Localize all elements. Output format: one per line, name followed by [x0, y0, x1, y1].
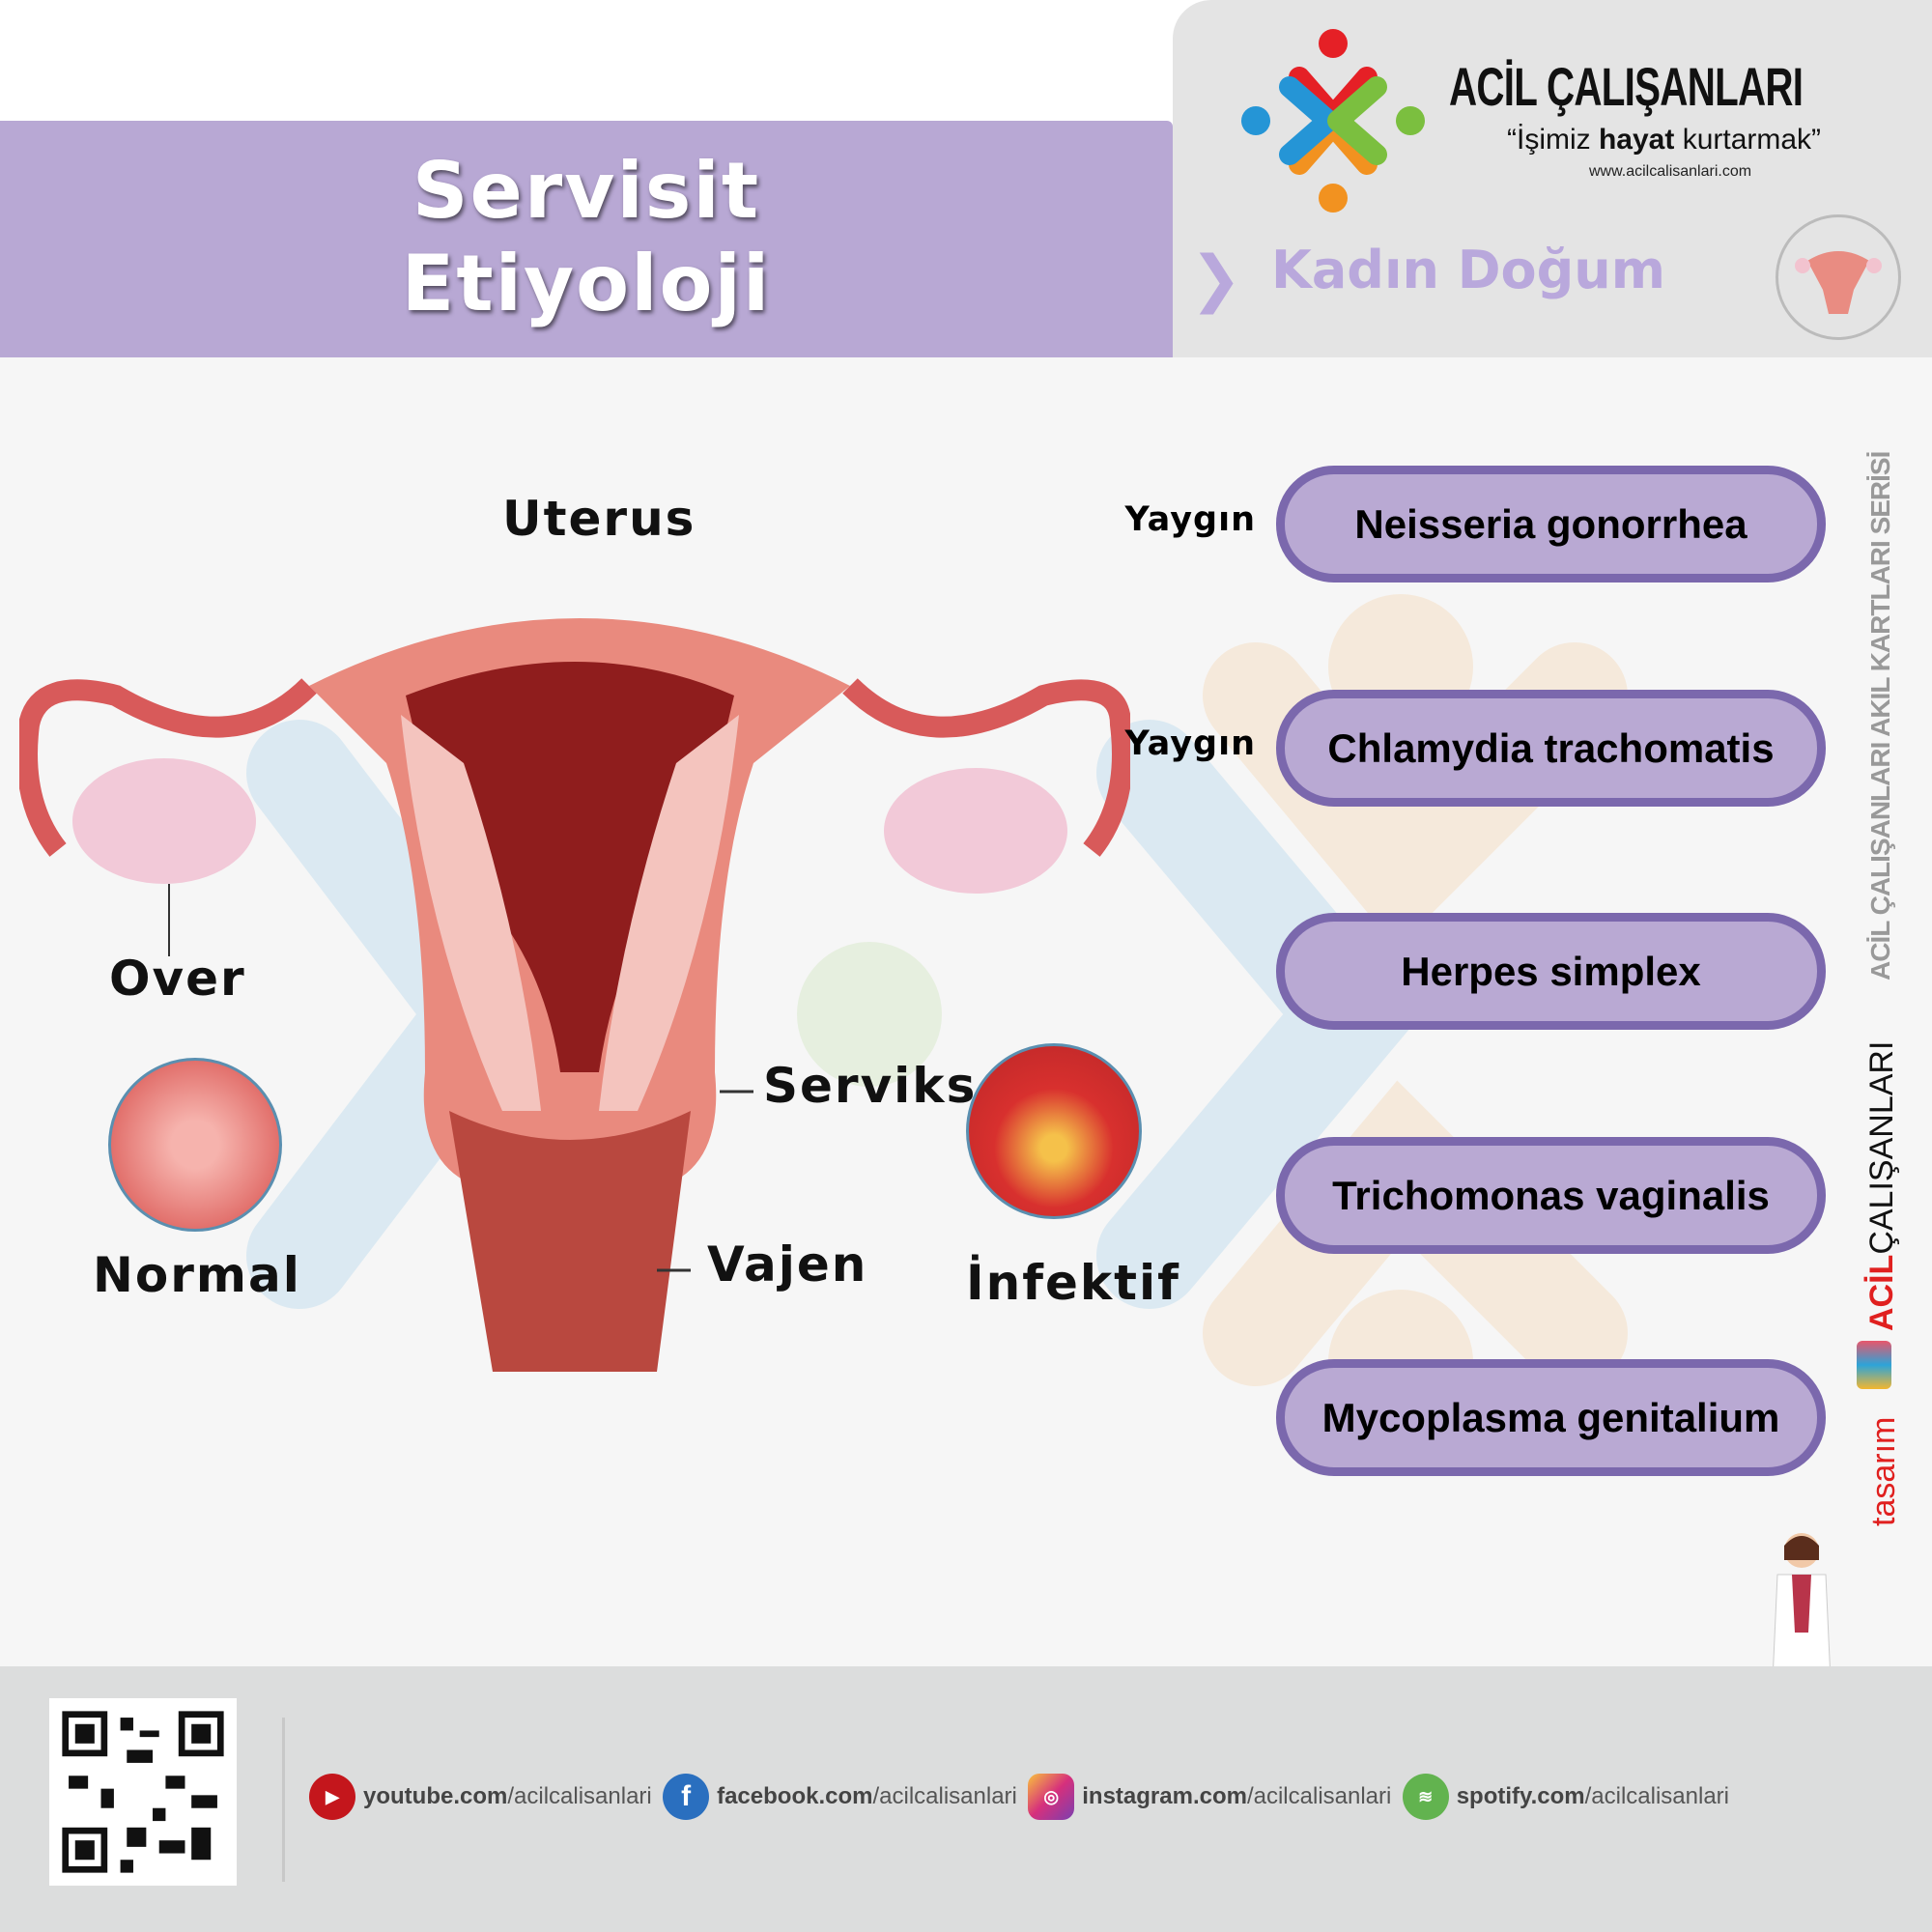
normal-cervix-image — [108, 1058, 282, 1232]
side-tasarim: tasarım — [1865, 1416, 1902, 1526]
label-over: Over — [109, 951, 246, 1007]
side-brand: ACİLÇALIŞANLARI — [1863, 1040, 1900, 1331]
spotify-icon: ≋ — [1402, 1774, 1449, 1820]
social-text: facebook.com/acilcalisanlari — [717, 1783, 1017, 1810]
social-youtube[interactable]: ▶ youtube.com/acilcalisanlari — [309, 1774, 652, 1820]
social-handle: /acilcalisanlari — [507, 1783, 652, 1809]
facebook-icon: f — [663, 1774, 710, 1820]
chevron-right-icon: ❯ — [1190, 243, 1242, 315]
social-text: youtube.com/acilcalisanlari — [363, 1783, 652, 1810]
slogan-bold: hayat — [1598, 124, 1675, 156]
footer-divider — [282, 1718, 285, 1882]
brand-name: ACİL ÇALIŞANLARI — [1449, 56, 1804, 117]
uterus-illustration — [19, 618, 1130, 1372]
social-links: ▶ youtube.com/acilcalisanlari f facebook.c… — [309, 1774, 1729, 1820]
brand-url[interactable]: www.acilcalisanlari.com — [1589, 163, 1752, 180]
series-label: ACİL ÇALIŞANLARI AKIL KARTLARI SERİSİ — [1865, 451, 1895, 980]
social-handle: /acilcalisanlari — [1584, 1783, 1729, 1809]
social-site: youtube.com — [363, 1783, 508, 1809]
cause-pill: Herpes simplex — [1276, 913, 1826, 1030]
cause-pill: Trichomonas vaginalis — [1276, 1137, 1826, 1254]
brand-slogan: “İşimiz hayat kurtarmak” — [1507, 124, 1821, 156]
social-facebook[interactable]: f facebook.com/acilcalisanlari — [663, 1774, 1017, 1820]
social-instagram[interactable]: ◎ instagram.com/acilcalisanlari — [1028, 1774, 1391, 1820]
social-spotify[interactable]: ≋ spotify.com/acilcalisanlari — [1402, 1774, 1729, 1820]
social-site: instagram.com — [1082, 1783, 1247, 1809]
category-label: Kadın Doğum — [1271, 240, 1665, 300]
infective-cervix-image — [966, 1043, 1142, 1219]
social-handle: /acilcalisanlari — [872, 1783, 1017, 1809]
label-normal: Normal — [93, 1247, 301, 1303]
uterus-category-icon — [1776, 214, 1901, 340]
brand-logo-icon — [1241, 29, 1425, 213]
label-uterus: Uterus — [502, 491, 696, 547]
cause-pill: Neisseria gonorrhea — [1276, 466, 1826, 582]
header-band — [0, 121, 1173, 357]
side-calisanlari: ÇALIŞANLARI — [1863, 1040, 1900, 1255]
prevalence-tag: Yaygın — [1124, 500, 1256, 539]
prevalence-tag: Yaygın — [1124, 724, 1256, 763]
cause-pill: Mycoplasma genitalium — [1276, 1359, 1826, 1476]
social-site: spotify.com — [1456, 1783, 1585, 1809]
slogan-pre: “İşimiz — [1507, 124, 1599, 156]
cause-pill: Chlamydia trachomatis — [1276, 690, 1826, 807]
social-text: instagram.com/acilcalisanlari — [1082, 1783, 1391, 1810]
side-acil: ACİL — [1863, 1254, 1900, 1331]
social-text: spotify.com/acilcalisanlari — [1457, 1783, 1729, 1810]
label-vajen: Vajen — [707, 1236, 868, 1293]
title-line-2: Etiyoloji — [401, 239, 772, 328]
label-infektif: İnfektif — [966, 1255, 1180, 1311]
label-serviks: Serviks — [763, 1058, 978, 1114]
page-title: Servisit Etiyoloji — [0, 145, 1173, 330]
qr-code-icon[interactable] — [49, 1698, 237, 1886]
title-line-1: Servisit — [412, 146, 761, 236]
slogan-post: kurtarmak” — [1674, 124, 1822, 156]
palette-icon — [1857, 1341, 1891, 1389]
youtube-icon: ▶ — [309, 1774, 355, 1820]
social-handle: /acilcalisanlari — [1246, 1783, 1392, 1809]
instagram-icon: ◎ — [1028, 1774, 1075, 1820]
social-site: facebook.com — [717, 1783, 873, 1809]
